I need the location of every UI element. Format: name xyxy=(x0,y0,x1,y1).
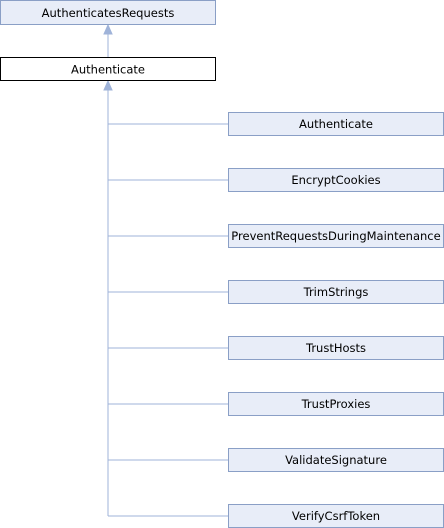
edges-layer xyxy=(103,23,228,517)
node-child-encrypt-cookies[interactable]: EncryptCookies xyxy=(228,168,444,192)
node-child-trust-hosts[interactable]: TrustHosts xyxy=(228,336,444,360)
node-authenticates-requests[interactable]: AuthenticatesRequests xyxy=(0,0,216,25)
node-label: Authenticate xyxy=(71,63,145,77)
node-child-trim-strings[interactable]: TrimStrings xyxy=(228,280,444,304)
arrowhead-to-current xyxy=(103,79,113,91)
node-child-verify-csrf-token[interactable]: VerifyCsrfToken xyxy=(228,504,444,528)
node-child-trust-proxies[interactable]: TrustProxies xyxy=(228,392,444,416)
node-label: TrustHosts xyxy=(305,341,366,355)
node-label: VerifyCsrfToken xyxy=(292,509,380,523)
node-label: TrustProxies xyxy=(301,397,371,411)
child-nodes: Authenticate EncryptCookies PreventReque… xyxy=(228,112,444,528)
node-authenticate-current[interactable]: Authenticate xyxy=(0,57,216,81)
node-child-validate-signature[interactable]: ValidateSignature xyxy=(228,448,444,472)
node-label: AuthenticatesRequests xyxy=(42,6,175,20)
arrowhead-to-parent xyxy=(103,23,113,35)
node-child-authenticate[interactable]: Authenticate xyxy=(228,112,444,136)
node-label: TrimStrings xyxy=(303,285,369,299)
node-label: EncryptCookies xyxy=(291,173,380,187)
node-label: Authenticate xyxy=(299,117,373,131)
node-label: ValidateSignature xyxy=(285,453,387,467)
node-label: PreventRequestsDuringMaintenance xyxy=(231,229,440,243)
node-child-prevent-requests-during-maintenance[interactable]: PreventRequestsDuringMaintenance xyxy=(228,224,444,248)
